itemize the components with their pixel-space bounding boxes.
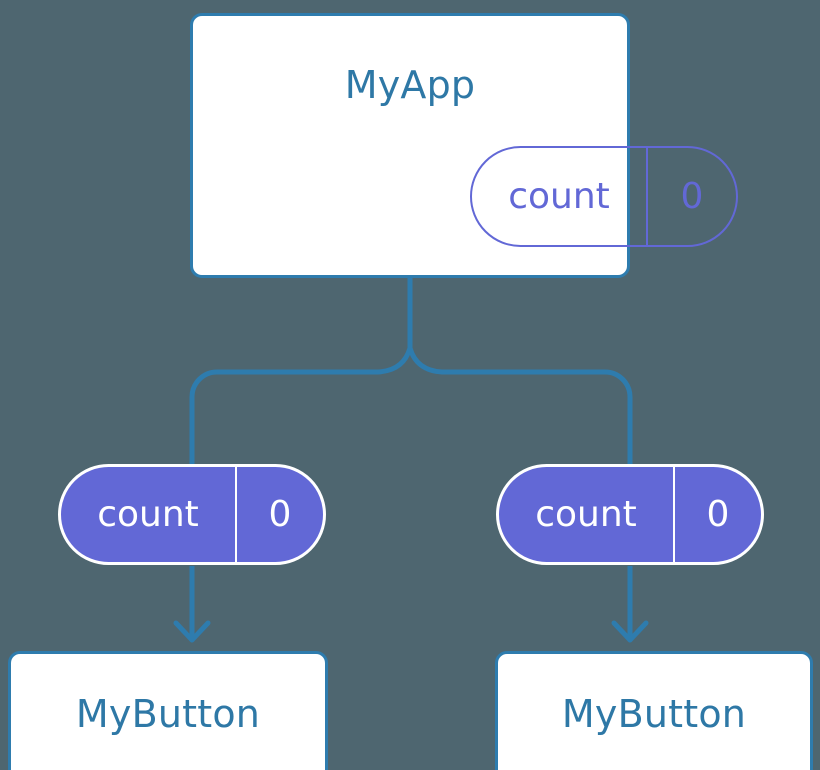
component-box-myapp[interactable]: MyApp count 0 xyxy=(190,13,738,278)
state-pill-child-right[interactable]: count 0 xyxy=(496,464,764,565)
component-title-mybutton-right: MyButton xyxy=(561,692,747,736)
state-value-root: 0 xyxy=(680,175,704,217)
branch-right-line xyxy=(604,369,633,470)
component-title-myapp: MyApp xyxy=(344,63,476,107)
state-key-child-left: count xyxy=(61,467,237,562)
arrow-right-head-icon xyxy=(611,620,649,643)
split-flare-right xyxy=(407,347,605,375)
state-pill-root[interactable]: count 0 xyxy=(470,146,738,247)
arrow-left-head-icon xyxy=(173,620,211,643)
component-box-mybutton-right[interactable]: MyButton xyxy=(495,651,813,770)
state-key-root: count xyxy=(472,148,648,245)
state-key-child-right: count xyxy=(499,467,675,562)
branch-left-line xyxy=(189,369,218,470)
component-box-mybutton-left[interactable]: MyButton xyxy=(8,651,328,770)
component-title-mybutton-left: MyButton xyxy=(75,692,261,736)
state-value-child-right: 0 xyxy=(706,493,730,535)
state-value-child-left: 0 xyxy=(268,493,292,535)
split-flare-left xyxy=(217,347,413,375)
state-pill-child-left[interactable]: count 0 xyxy=(58,464,326,565)
